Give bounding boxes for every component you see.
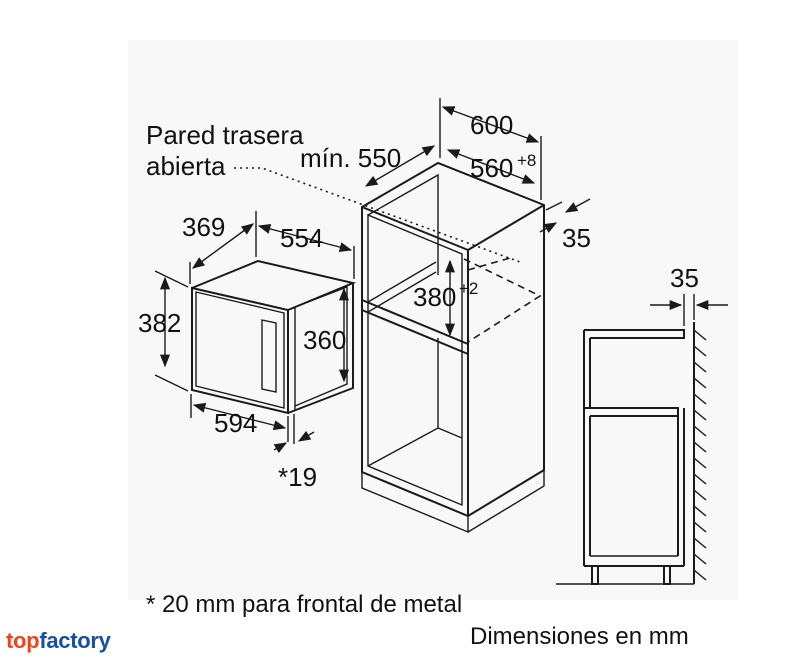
rear-wall-label-line2: abierta: [146, 151, 226, 181]
oven-front-width-label: 594: [214, 408, 257, 438]
side-gap-label: 35: [562, 223, 591, 253]
min-depth-label: mín. 550: [300, 143, 401, 173]
oven-depth-label: 369: [182, 212, 225, 242]
cabinet-width-label: 600: [470, 110, 513, 140]
footnote: * 20 mm para frontal de metal: [146, 591, 462, 618]
wall-gap-label: 35: [670, 263, 699, 293]
logo-part-factory: factory: [39, 628, 111, 653]
cabinet-dimension-lines: [364, 98, 591, 337]
front-depth-label: *19: [278, 462, 317, 492]
side-section-drawing: [556, 294, 728, 585]
niche-width-label: 560: [470, 153, 513, 183]
niche-height-tolerance: +2: [459, 279, 478, 298]
niche-width-tolerance: +8: [517, 151, 536, 170]
oven-inner-height-label: 360: [303, 325, 346, 355]
cabinet-drawing: [234, 161, 545, 534]
oven-dimension-lines: [154, 211, 355, 454]
logo-part-top: top: [6, 628, 40, 653]
oven-top-width-label: 554: [280, 223, 323, 253]
topfactory-logo: topfactory: [6, 628, 111, 654]
drawing-background: [128, 40, 738, 600]
units-note: Dimensiones en mm: [470, 623, 689, 650]
niche-height-label: 380: [413, 282, 456, 312]
rear-wall-label-line1: Pared trasera: [146, 120, 304, 150]
oven-height-label: 382: [138, 308, 181, 338]
